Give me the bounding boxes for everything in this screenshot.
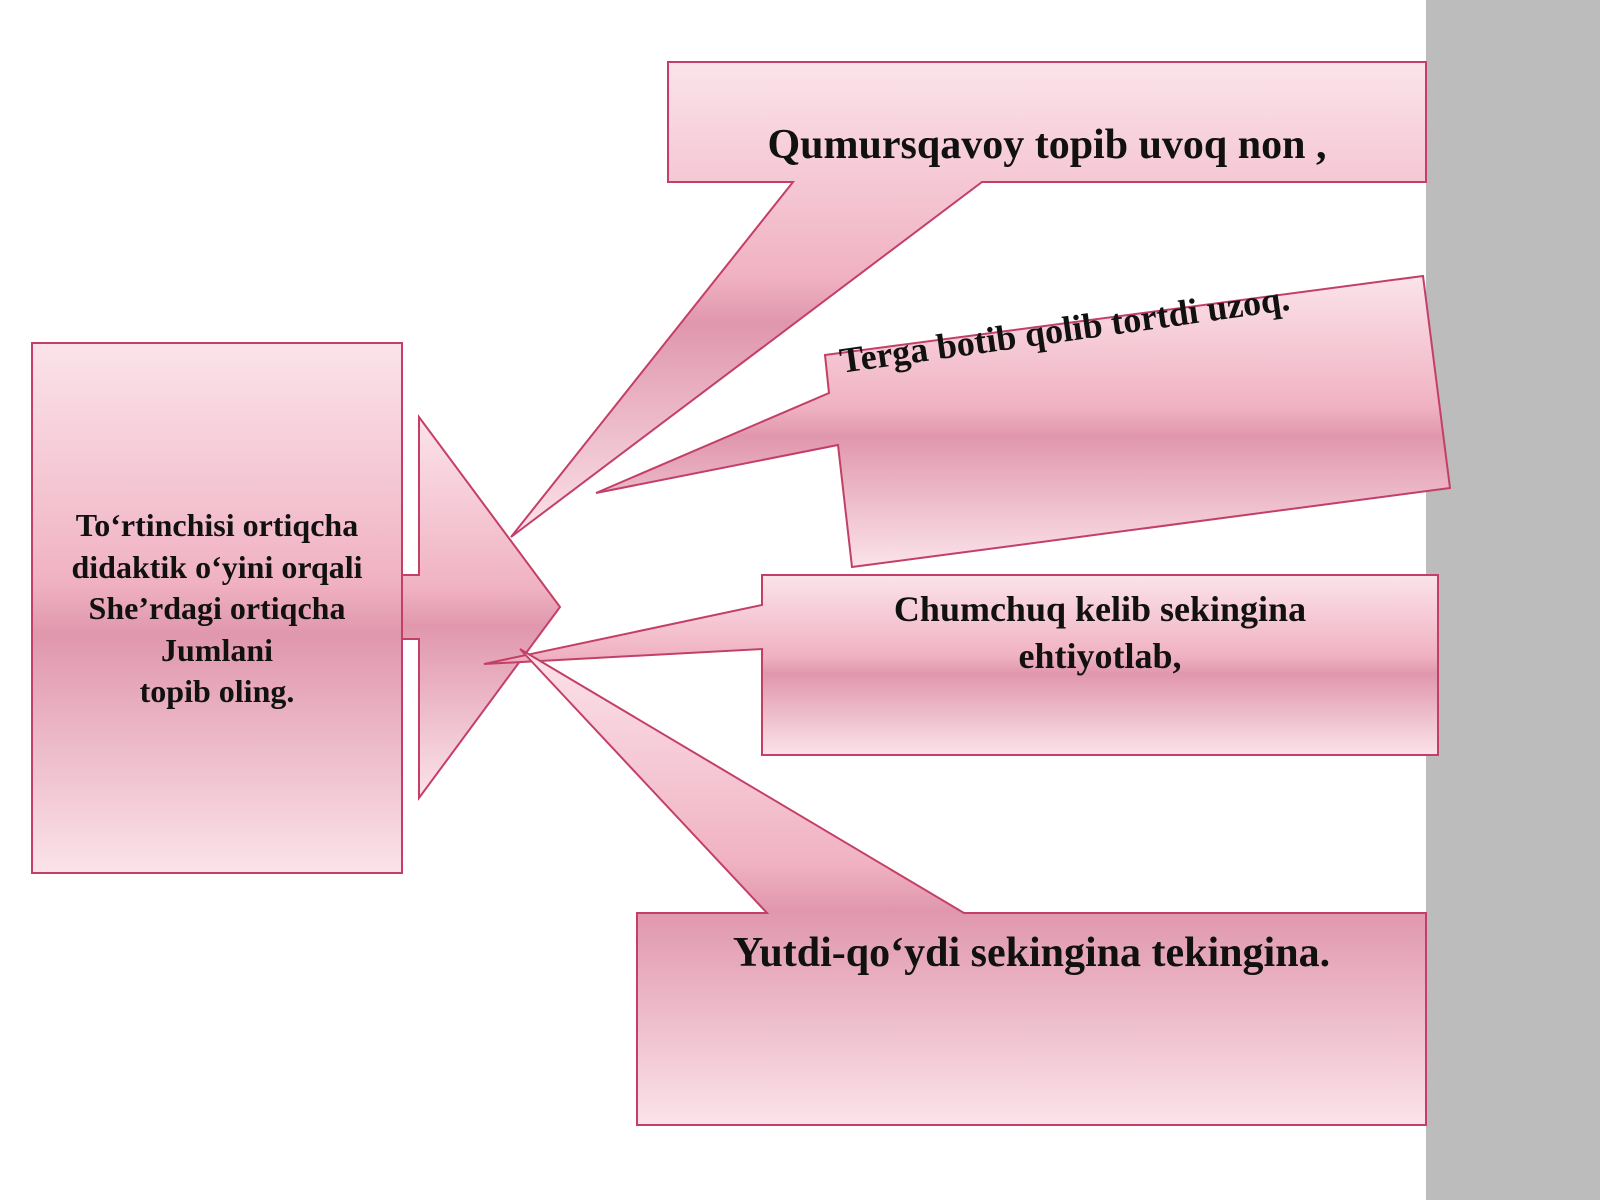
instruction-line: She’rdagi ortiqcha [88,590,346,627]
callout-3-box [483,574,1439,756]
callout-3-line: Chumchuq kelib sekingina [893,589,1307,629]
instruction-line: Jumlani [160,631,274,668]
side-decoration-strip [1426,0,1600,1200]
callout-1-text: Qumursqavoy topib uvoq non , [767,122,1327,168]
callout-1-box [510,61,1427,538]
callout-4-text: Yutdi-qo‘ydi sekingina tekingina. [732,930,1331,976]
callout-4-box [519,648,1427,1126]
instruction-line: topib oling. [139,673,295,710]
instruction-line: didaktik o‘yini orqali [71,548,363,585]
instruction-line: To‘rtinchisi ortiqcha [75,507,359,543]
callout-2-box [595,274,1452,569]
right-arrow-shape [401,413,562,802]
callout-3-text: Chumchuq kelib sekingina ehtiyotlab, [762,586,1438,680]
instruction-text: To‘rtinchisi ortiqcha didaktik o‘yini or… [32,505,402,713]
instruction-box [31,342,403,874]
callout-3-line: ehtiyotlab, [1018,635,1182,676]
